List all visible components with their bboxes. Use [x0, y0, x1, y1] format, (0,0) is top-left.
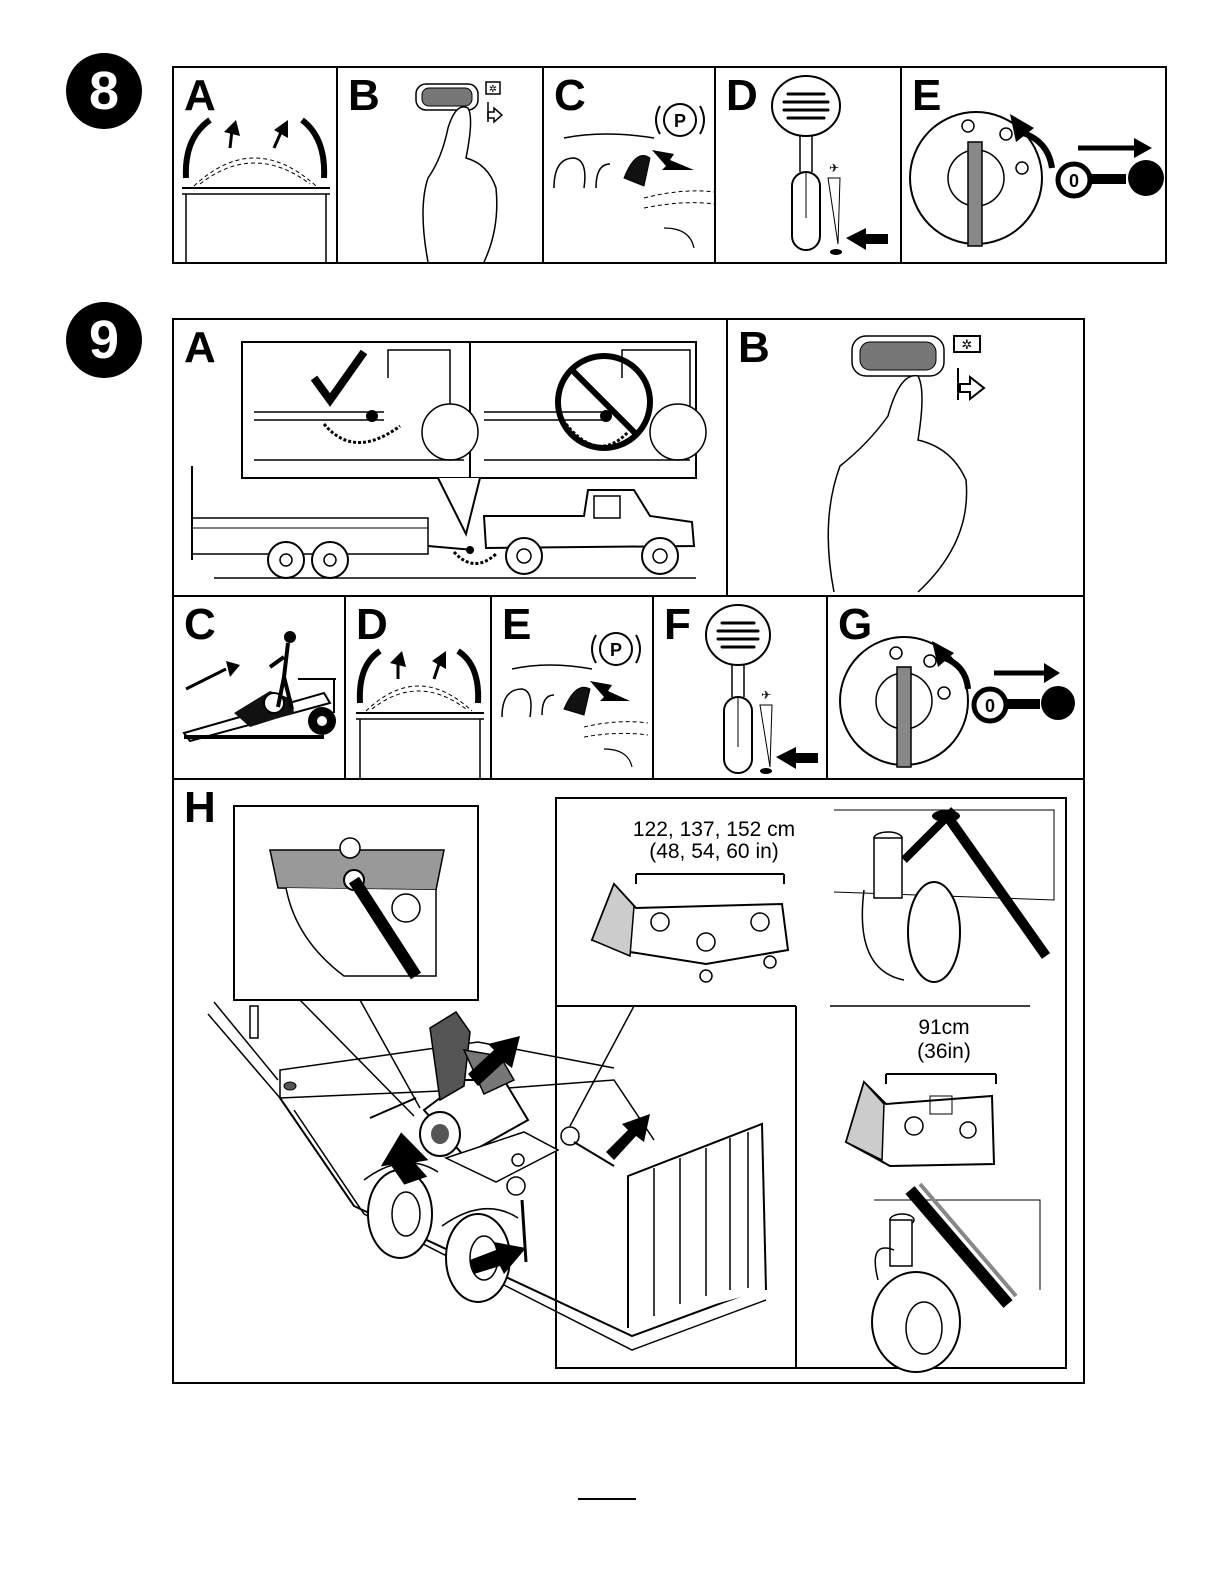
- step-9-badge: 9: [66, 302, 142, 378]
- small-deck-dimension-metric: 91cm: [874, 1016, 1014, 1040]
- large-deck-dimension-metric: 122, 137, 152 cm: [574, 818, 854, 842]
- ignition-off-illustration: 0: [828, 597, 1083, 778]
- step-8-panel-b: B ✲: [338, 68, 544, 262]
- step-8-badge: 8: [66, 53, 142, 129]
- small-deck-dimension-imperial: (36in): [874, 1040, 1014, 1064]
- large-deck-dimension-imperial: (48, 54, 60 in): [574, 840, 854, 864]
- throttle-slow-illustration: ✈: [654, 597, 826, 778]
- step-9-panel-h: H: [174, 780, 1083, 1382]
- load-ramp-illustration: [174, 597, 344, 778]
- off-symbol: 0: [985, 696, 995, 716]
- raise-rops-illustration: [346, 597, 490, 778]
- step-9-figure: A: [172, 318, 1085, 1384]
- step-9-panel-f: F ✈: [654, 597, 826, 778]
- park-brake-illustration: P: [544, 68, 716, 262]
- step-9-panel-a: A: [174, 320, 726, 595]
- ignition-off-illustration: 0: [902, 68, 1165, 262]
- trailer-hitch-illustration: [174, 320, 726, 595]
- park-symbol: P: [610, 640, 622, 660]
- park-brake-illustration: P: [492, 597, 652, 778]
- switch-press-illustration: ✲: [338, 68, 544, 262]
- step-8-panel-a: A: [174, 68, 338, 262]
- svg-text:✈: ✈: [829, 161, 839, 175]
- raise-rops-illustration: [174, 68, 336, 262]
- svg-text:✲: ✲: [962, 338, 973, 353]
- step-9-panel-b: B ✲: [728, 320, 1083, 595]
- step-8-panel-c: C P: [544, 68, 716, 262]
- park-symbol: P: [674, 111, 686, 131]
- step-9-panel-e: E P: [492, 597, 652, 778]
- step-9-panel-g: G 0: [828, 597, 1083, 778]
- step-8-panel-e: E 0: [902, 68, 1165, 262]
- step-9-panel-c: C: [174, 597, 344, 778]
- trailer-tiedown-illustration: [174, 780, 1083, 1382]
- step-8-panel-strip: A B ✲ C: [172, 66, 1167, 264]
- svg-text:✈: ✈: [761, 688, 771, 702]
- off-symbol: 0: [1069, 171, 1079, 191]
- throttle-slow-illustration: ✈: [716, 68, 902, 262]
- step-9-panel-d: D: [346, 597, 490, 778]
- step-8-panel-d: D ✈: [716, 68, 902, 262]
- footer-rule: [578, 1498, 636, 1500]
- switch-press-illustration: ✲: [728, 320, 1083, 595]
- svg-text:✲: ✲: [489, 84, 497, 95]
